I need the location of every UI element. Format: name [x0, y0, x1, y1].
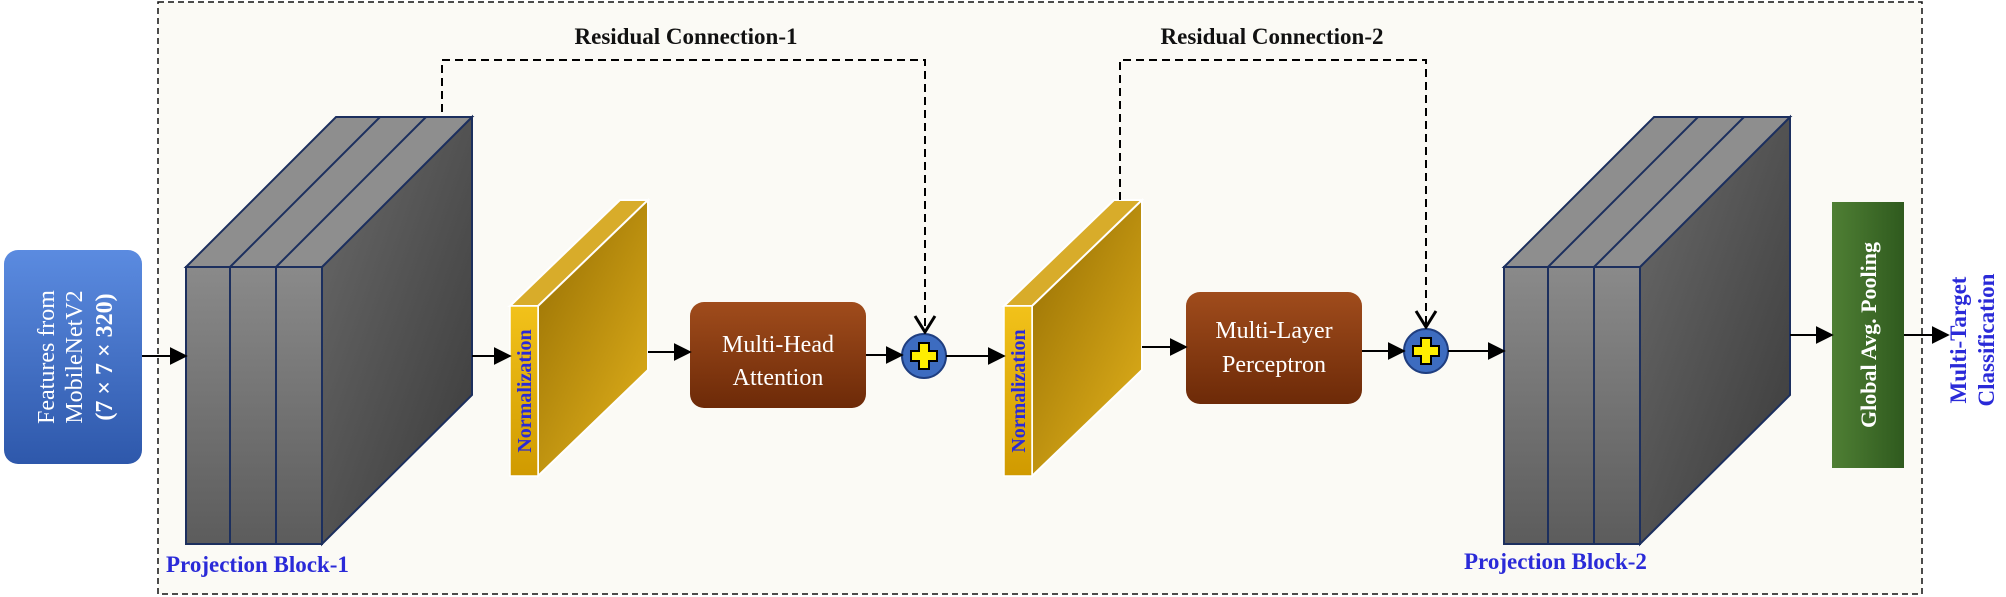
flow-arrows	[142, 326, 1950, 365]
projection-block-2-label: Projection Block-2	[1464, 549, 1647, 574]
add-operation-2	[1403, 328, 1449, 374]
gap-label: Global Avg. Pooling	[1856, 242, 1881, 428]
mlp-line2: Perceptron	[1222, 352, 1326, 378]
residual-connection-2-label: Residual Connection-2	[1161, 24, 1384, 49]
output-line2: Classification	[1974, 273, 1999, 406]
multi-layer-perceptron-box: Multi-Layer Perceptron	[1186, 292, 1362, 404]
output-line1: Multi-Target	[1946, 276, 1971, 403]
normalization-1-label: Normalization	[514, 329, 536, 452]
input-features-box: Features from MobileNetV2 (7 × 7 × 320)	[4, 250, 142, 464]
input-line3: (7 × 7 × 320)	[92, 293, 118, 420]
input-line1: Features from	[34, 290, 60, 424]
add-operation-1	[901, 333, 947, 379]
projection-block-2	[1501, 114, 1793, 547]
mlp-line1: Multi-Layer	[1215, 318, 1332, 344]
mha-line1: Multi-Head	[722, 332, 834, 358]
mha-line2: Attention	[733, 365, 824, 391]
normalization-2: Normalization	[1001, 197, 1145, 479]
multi-head-attention-box: Multi-Head Attention	[690, 302, 866, 408]
residual-connection-1-path	[441, 59, 925, 332]
projection-block-1	[183, 114, 475, 547]
residual-connection-1-label: Residual Connection-1	[575, 24, 798, 49]
global-avg-pooling-box: Global Avg. Pooling	[1832, 202, 1904, 468]
residual-connection-2-path	[1119, 59, 1426, 327]
normalization-2-label: Normalization	[1008, 329, 1030, 452]
projection-block-1-label: Projection Block-1	[166, 552, 349, 577]
normalization-1: Normalization	[507, 197, 651, 479]
input-line2: MobileNetV2	[62, 290, 88, 423]
